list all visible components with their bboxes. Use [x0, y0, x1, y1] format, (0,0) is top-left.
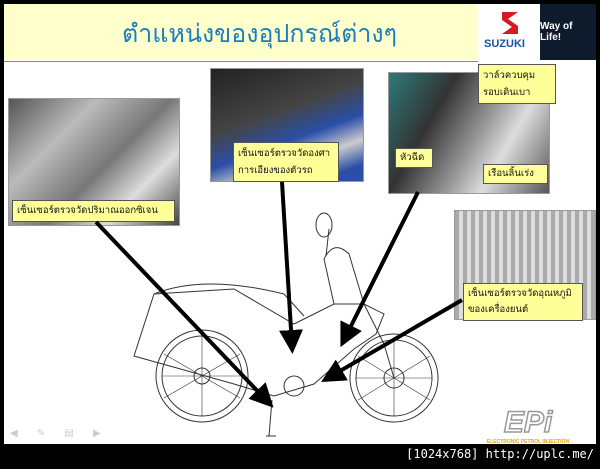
label-throttle-body: เรือนลิ้นเร่ง: [483, 164, 548, 184]
brand-name: SUZUKI: [484, 38, 525, 50]
suzuki-s-icon: [502, 12, 518, 34]
label-temp-sensor: เซ็นเซอร์ตรวจวัดอุณหภูมิของเครื่องยนต์: [463, 283, 583, 321]
slide-title: ตำแหน่งของอุปกรณ์ต่างๆ: [122, 19, 398, 48]
arrow-temp-sensor: [321, 298, 464, 383]
label-injector: หัวฉีด: [395, 148, 433, 168]
label-idle-valve: วาล์วควบคุมรอบเดินเบา: [478, 64, 556, 104]
label-o2-sensor: เซ็นเซอร์ตรวจวัดปริมาณออกซิเจน: [12, 200, 175, 222]
divider: [4, 61, 478, 62]
epi-logo: EPi ELECTRONIC PETROL INJECTION: [487, 405, 570, 444]
suzuki-logo: SUZUKI: [478, 4, 540, 60]
slide: ตำแหน่งของอุปกรณ์ต่างๆ SUZUKI Way of Lif…: [4, 4, 596, 444]
arrow-tilt-sensor: [279, 181, 304, 354]
arrow-injector: [340, 191, 420, 348]
brand-slogan: Way of Life!: [540, 4, 596, 60]
arrow-o2-sensor: [94, 220, 274, 408]
footer-watermark: [1024x768] http://uplc.me/: [406, 447, 594, 461]
pointer-arrows: [94, 181, 464, 408]
slideshow-nav[interactable]: ◀ ✎ ▤ ▶: [10, 428, 109, 439]
svg-text:EPi: EPi: [504, 406, 553, 439]
title-band: [4, 4, 478, 60]
motorcycle-diagram: [94, 181, 464, 437]
svg-text:ELECTRONIC PETROL INJECTION: ELECTRONIC PETROL INJECTION: [487, 439, 570, 444]
label-tilt-sensor: เซ็นเซอร์ตรวจวัดองศาการเอียงของตัวรถ: [233, 142, 339, 182]
